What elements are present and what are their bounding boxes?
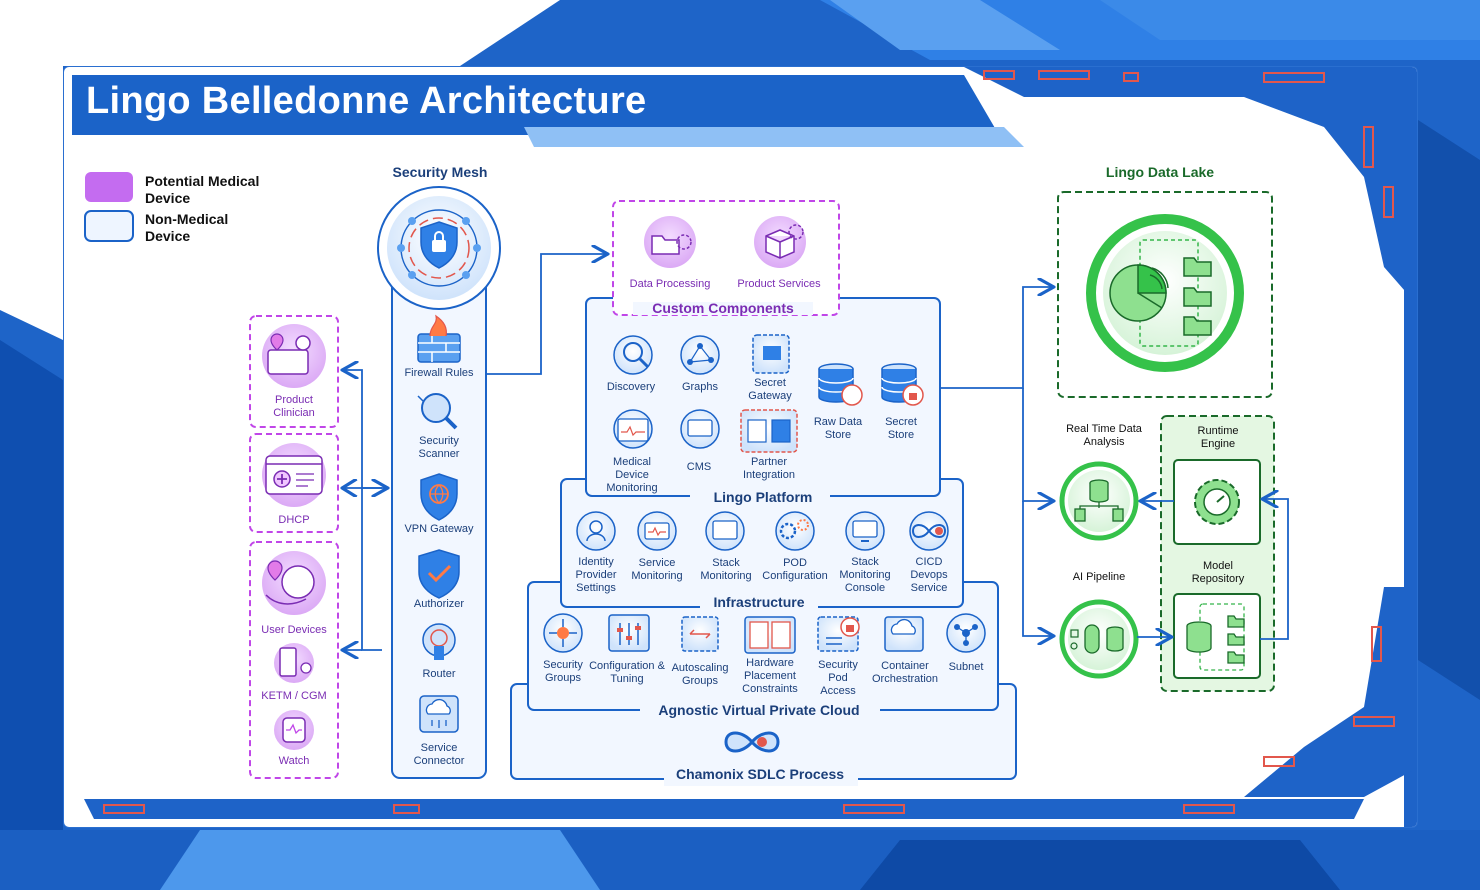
client-dhcp-box [249, 433, 339, 533]
client-label-watch: Watch [278, 755, 310, 767]
label-container-orchestration: Container Orchestration [871, 660, 939, 685]
legend-medical-swatch [85, 172, 133, 202]
infrastructure-title: Infrastructure [713, 594, 805, 610]
label-service-monitoring: Service Monitoring [631, 557, 683, 582]
label-medical-device-monitoring: Medical Device Monitoring [606, 456, 658, 494]
label-graphs: Graphs [681, 381, 719, 393]
label-identity-provider-settings: Identity Provider Settings [575, 556, 617, 594]
page-title: Lingo Belledonne Architecture [86, 80, 647, 122]
sdlc-title: Chamonix SDLC Process [675, 766, 845, 782]
label-secret-store: Secret Store [885, 416, 917, 441]
legend-medical-label: Potential Medical Device [145, 173, 260, 206]
label-product-services: Product Services [737, 278, 821, 290]
label-security-groups: Security Groups [543, 659, 583, 684]
label-partner-integration: Partner Integration [743, 456, 795, 481]
client-label-product-clinician: Product Clinician [273, 394, 315, 419]
legend-swatches [84, 172, 134, 242]
lingo-platform-title: Lingo Platform [713, 489, 813, 505]
security-mesh-title: Security Mesh [392, 164, 488, 180]
label-data-processing: Data Processing [629, 278, 711, 290]
mesh-label-authorizer: Authorizer [413, 598, 465, 610]
label-subnet: Subnet [948, 661, 984, 673]
label-model-repository: Model Repository [1191, 560, 1245, 585]
label-security-pod-access: Security Pod Access [818, 659, 858, 697]
label-pod-configuration: POD Configuration [762, 557, 828, 582]
label-secret-gateway: Secret Gateway [748, 377, 792, 402]
label-autoscaling-groups: Autoscaling Groups [671, 662, 729, 687]
label-configuration-tuning: Configuration & Tuning [589, 660, 665, 685]
label-hardware-placement-constraints: Hardware Placement Constraints [742, 657, 798, 695]
label-raw-data-store: Raw Data Store [813, 416, 863, 441]
legend-non-medical-label: Non-Medical Device [145, 211, 229, 244]
label-cicd-devops-service: CICD Devops Service [910, 556, 948, 594]
client-label-user-devices: User Devices [261, 624, 327, 636]
client-product-clinician-box [249, 315, 339, 428]
label-stack-monitoring: Stack Monitoring [700, 557, 752, 582]
mesh-label-vpn-gateway: VPN Gateway [404, 523, 474, 535]
mesh-label-security-scanner: Security Scanner [418, 435, 460, 460]
label-cms: CMS [686, 461, 712, 473]
label-stack-monitoring-console: Stack Monitoring Console [839, 556, 891, 594]
data-lake-title: Lingo Data Lake [1105, 164, 1215, 180]
vpc-title: Agnostic Virtual Private Cloud [658, 702, 860, 718]
mesh-label-service-connector: Service Connector [413, 742, 465, 767]
client-label-ketm-cgm: KETM / CGM [261, 690, 327, 702]
label-discovery: Discovery [606, 381, 656, 393]
security-mesh-column [377, 186, 501, 779]
mesh-label-firewall-rules: Firewall Rules [404, 367, 474, 379]
label-real-time-data-analysis: Real Time Data Analysis [1066, 423, 1142, 448]
mesh-label-router: Router [422, 668, 456, 680]
label-ai-pipeline: AI Pipeline [1072, 571, 1126, 583]
client-label-dhcp: DHCP [278, 514, 310, 526]
medical-components-box [612, 200, 840, 316]
client-user-devices-box [249, 541, 339, 779]
label-runtime-engine: Runtime Engine [1197, 425, 1239, 450]
legend-non-medical-swatch [84, 210, 134, 242]
custom-components-title: Custom Components [633, 301, 813, 315]
